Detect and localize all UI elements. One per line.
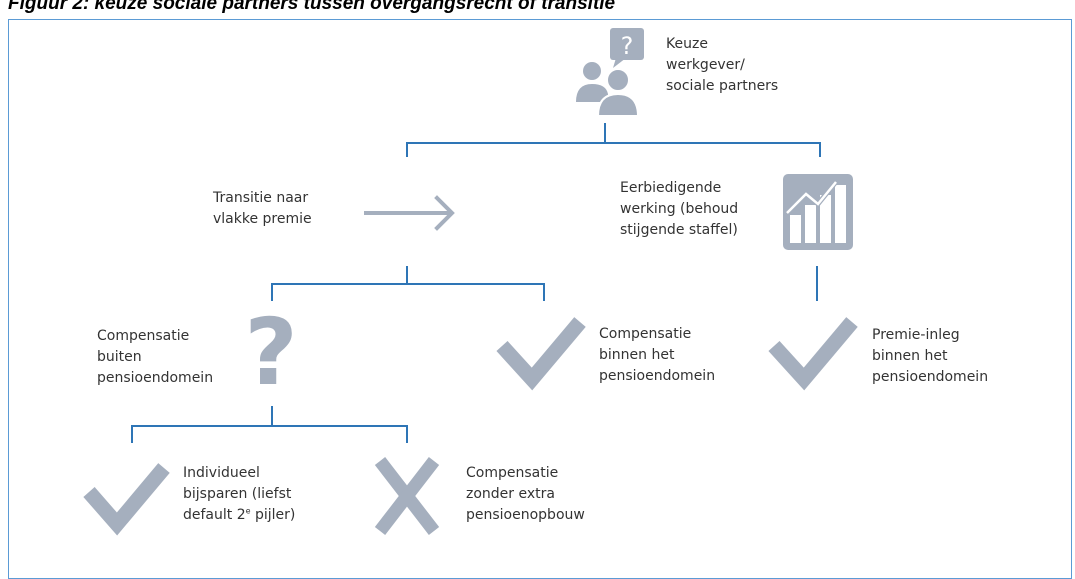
connector-buiten-split bbox=[131, 406, 408, 443]
question-mark-icon: ? bbox=[244, 299, 297, 406]
node-individueel-label: Individueel bijsparen (liefst default 2e… bbox=[183, 463, 295, 526]
individueel-text-end: pijler) bbox=[250, 507, 296, 523]
figure-title: Figuur 2: keuze sociale partners tussen … bbox=[8, 0, 616, 14]
checkmark-icon-binnen bbox=[496, 317, 586, 391]
node-root-label: Keuze werkgever/ sociale partners bbox=[666, 36, 779, 94]
svg-text:?: ? bbox=[244, 299, 297, 406]
node-comp-buiten-label: Compensatie buiten pensioendomein bbox=[97, 328, 214, 386]
users-question-icon: ? bbox=[576, 28, 644, 117]
cross-icon bbox=[374, 457, 440, 535]
individueel-superscript: e bbox=[245, 506, 251, 516]
connector-root-split bbox=[406, 123, 821, 157]
connector-transitie-split bbox=[271, 266, 545, 301]
svg-text:?: ? bbox=[621, 32, 634, 60]
node-eerbiedigend-label: Eerbiedigende werking (behoud stijgende … bbox=[620, 180, 739, 238]
checkmark-icon-individueel bbox=[83, 463, 170, 536]
individueel-text: Individueel bijsparen (liefst default 2 bbox=[183, 465, 292, 523]
checkmark-icon-premie-inleg bbox=[768, 317, 858, 391]
flow-diagram: ? ? bbox=[83, 28, 858, 536]
node-zonder-extra-label: Compensatie zonder extra pensioenopbouw bbox=[466, 465, 585, 523]
arrow-right-icon bbox=[364, 195, 455, 231]
connector-lines bbox=[131, 123, 821, 443]
node-transitie-label: Transitie naar vlakke premie bbox=[213, 190, 312, 227]
node-comp-binnen-label: Compensatie binnen het pensioendomein bbox=[599, 326, 716, 384]
growth-chart-icon bbox=[783, 174, 853, 250]
node-premie-inleg-label: Premie-inleg binnen het pensioendomein bbox=[872, 327, 989, 385]
